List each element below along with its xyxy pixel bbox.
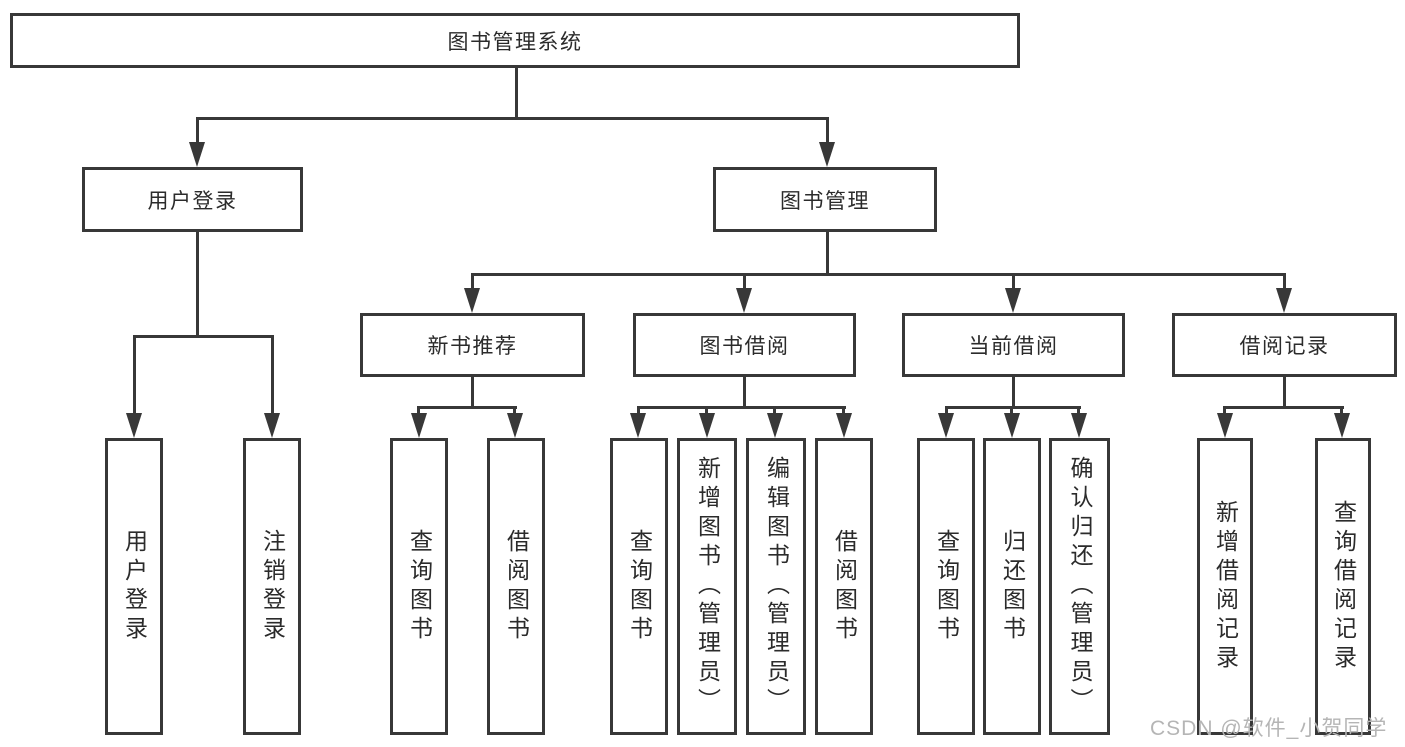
arrow-down: [938, 413, 954, 438]
arrow-down: [1071, 413, 1087, 438]
connector-book-management-drop-2: [743, 273, 746, 293]
node-library-system-label: 图书管理系统: [447, 30, 583, 54]
connector-book-borrow-stem: [743, 377, 746, 406]
csdn-watermark: CSDN @软件_小贺同学: [1150, 717, 1388, 740]
connector-new-book-stem: [471, 377, 474, 406]
arrow-down: [630, 413, 646, 438]
node-query-books-borrow: 查询图书: [610, 438, 668, 735]
node-borrow-books-recommend: 借阅图书: [487, 438, 545, 735]
node-query-books-recommend: 查询图书: [390, 438, 448, 735]
connector-book-management-drop-4: [1283, 273, 1286, 293]
node-borrow-records: 借阅记录: [1172, 313, 1397, 377]
node-query-books-current-label: 查询图书: [933, 528, 960, 645]
arrow-down: [464, 288, 480, 313]
arrow-down: [507, 413, 523, 438]
node-query-books-recommend-label: 查询图书: [406, 528, 433, 645]
node-confirm-return-admin: 确认归还（管理员）: [1049, 438, 1110, 735]
node-user-login-label: 用户登录: [147, 189, 238, 213]
node-user-login-action-label: 用户登录: [121, 528, 148, 645]
connector-root-rail: [196, 117, 829, 120]
arrow-down: [126, 413, 142, 438]
connector-book-borrow-rail: [637, 406, 846, 409]
node-new-book-recommend-label: 新书推荐: [427, 335, 518, 358]
connector-user-login-stem: [196, 232, 199, 335]
connector-book-management-rail: [471, 273, 1285, 276]
connector-user-login-rail: [133, 335, 274, 338]
arrow-down: [836, 413, 852, 438]
arrow-down: [699, 413, 715, 438]
node-add-books-admin-label: 新增图书（管理员）: [694, 456, 721, 717]
arrow-down: [736, 288, 752, 313]
node-current-borrow: 当前借阅: [902, 313, 1125, 377]
node-borrow-books-action: 借阅图书: [815, 438, 873, 735]
node-query-books-borrow-label: 查询图书: [626, 528, 653, 645]
node-query-books-current: 查询图书: [917, 438, 975, 735]
node-add-books-admin: 新增图书（管理员）: [677, 438, 737, 735]
connector-current-borrow-stem: [1012, 377, 1015, 406]
node-return-books-label: 归还图书: [999, 528, 1026, 645]
connector-root-drop-right: [826, 117, 829, 150]
arrow-down: [819, 142, 835, 167]
connector-root-drop-left: [196, 117, 199, 150]
arrow-down: [189, 142, 205, 167]
node-library-system: 图书管理系统: [10, 13, 1020, 68]
connector-user-login-drop-1: [133, 335, 136, 420]
node-book-borrow-label: 图书借阅: [699, 335, 790, 358]
connector-book-management-drop-1: [471, 273, 474, 293]
arrow-down: [1217, 413, 1233, 438]
connector-book-management-stem: [826, 232, 829, 273]
node-add-borrow-record-label: 新增借阅记录: [1212, 499, 1239, 674]
arrow-down: [264, 413, 280, 438]
connector-root-stem: [515, 68, 518, 117]
node-user-login-action: 用户登录: [105, 438, 163, 735]
arrow-down: [411, 413, 427, 438]
arrow-down: [1004, 413, 1020, 438]
node-current-borrow-label: 当前借阅: [968, 335, 1059, 358]
arrow-down: [767, 413, 783, 438]
connector-borrow-records-rail: [1223, 406, 1344, 409]
connector-book-management-drop-3: [1012, 273, 1015, 293]
node-query-borrow-record: 查询借阅记录: [1315, 438, 1371, 735]
arrow-down: [1276, 288, 1292, 313]
node-book-management-label: 图书管理: [780, 189, 870, 213]
connector-user-login-drop-2: [271, 335, 274, 420]
node-return-books: 归还图书: [983, 438, 1041, 735]
connector-current-borrow-rail: [945, 406, 1081, 409]
node-logout-action-label: 注销登录: [259, 528, 286, 645]
connector-borrow-records-stem: [1283, 377, 1286, 406]
node-user-login: 用户登录: [82, 167, 303, 232]
connector-new-book-rail: [417, 406, 517, 409]
node-logout-action: 注销登录: [243, 438, 301, 735]
arrow-down: [1005, 288, 1021, 313]
node-edit-books-admin: 编辑图书（管理员）: [746, 438, 806, 735]
node-edit-books-admin-label: 编辑图书（管理员）: [763, 456, 790, 717]
node-borrow-books-action-label: 借阅图书: [831, 528, 858, 645]
node-book-management: 图书管理: [713, 167, 937, 232]
arrow-down: [1334, 413, 1350, 438]
node-confirm-return-admin-label: 确认归还（管理员）: [1067, 456, 1093, 717]
node-borrow-records-label: 借阅记录: [1239, 335, 1330, 358]
node-new-book-recommend: 新书推荐: [360, 313, 585, 377]
node-book-borrow: 图书借阅: [633, 313, 856, 377]
node-query-borrow-record-label: 查询借阅记录: [1330, 499, 1357, 674]
node-borrow-books-recommend-label: 借阅图书: [503, 528, 530, 645]
node-add-borrow-record: 新增借阅记录: [1197, 438, 1253, 735]
